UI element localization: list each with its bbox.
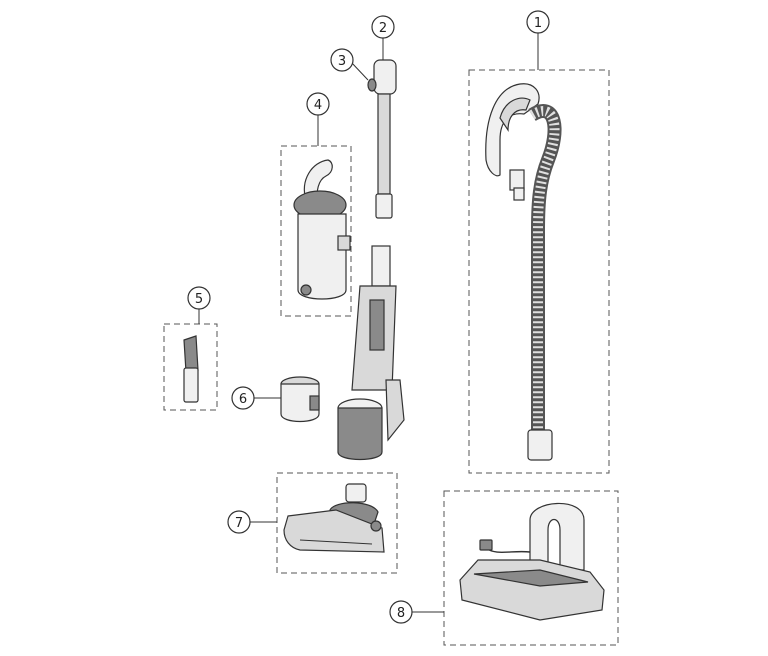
callout-label-8: 8 — [397, 606, 405, 621]
callout-label-3: 3 — [338, 54, 346, 69]
part-6-filter — [280, 376, 320, 423]
callout-7: 7 — [227, 510, 277, 534]
part-4-dust-cup — [280, 145, 352, 317]
callout-label-5: 5 — [195, 292, 203, 307]
callout-label-6: 6 — [239, 392, 247, 407]
part-5-crevice-tool — [163, 323, 218, 411]
part-8-base-cord-assembly — [443, 490, 619, 646]
callout-5: 5 — [187, 286, 211, 324]
callout-label-4: 4 — [314, 98, 322, 113]
callout-1: 1 — [526, 10, 550, 70]
callout-2: 2 — [371, 15, 395, 60]
callout-4: 4 — [306, 92, 330, 146]
callout-3: 3 — [330, 48, 369, 81]
part-3-release-button — [367, 78, 377, 92]
part-2-wand-tube — [373, 59, 397, 219]
callout-label-7: 7 — [235, 516, 243, 531]
callout-6: 6 — [231, 386, 281, 410]
vacuum-main-body — [337, 245, 405, 461]
part-7-floor-nozzle — [276, 472, 398, 574]
part-1-hose-assembly — [468, 69, 610, 474]
callout-8: 8 — [389, 600, 444, 624]
callout-label-1: 1 — [534, 16, 542, 31]
callout-label-2: 2 — [379, 21, 387, 36]
